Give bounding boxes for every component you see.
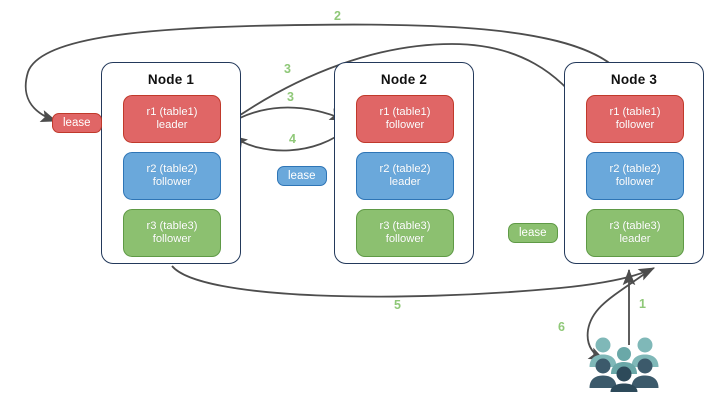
replica-role: follower bbox=[385, 233, 425, 245]
replica-role: follower bbox=[615, 176, 655, 188]
node-title: Node 1 bbox=[147, 72, 195, 87]
replica-name: r3 (table3) bbox=[146, 219, 198, 232]
replica-name: r2 (table2) bbox=[379, 162, 431, 175]
users-group-icon bbox=[589, 337, 659, 392]
replica-name: r1 (table1) bbox=[609, 105, 661, 118]
step-label-5: 5 bbox=[394, 298, 401, 312]
replica-role: follower bbox=[615, 119, 655, 131]
replica-role: leader bbox=[389, 176, 421, 188]
node-title: Node 3 bbox=[610, 72, 658, 87]
user-dark-left bbox=[589, 358, 617, 388]
replica-name: r2 (table2) bbox=[146, 162, 198, 175]
step-label-1: 1 bbox=[639, 297, 646, 311]
replica-r3-node2[interactable]: r3 (table3) follower bbox=[356, 209, 454, 257]
user-dark-center bbox=[610, 366, 638, 392]
node-box-2[interactable]: Node 2 r1 (table1) follower r2 (table2) … bbox=[334, 62, 474, 264]
replica-name: r2 (table2) bbox=[609, 162, 661, 175]
replica-r2-node2[interactable]: r2 (table2) leader bbox=[356, 152, 454, 200]
step-label-3a: 3 bbox=[284, 62, 291, 76]
user-dark-right bbox=[631, 358, 659, 388]
replica-name: r3 (table3) bbox=[609, 219, 661, 232]
arrow-step-5 bbox=[171, 265, 655, 298]
replica-r1-node1[interactable]: r1 (table1) leader bbox=[123, 95, 221, 143]
replica-name: r1 (table1) bbox=[379, 105, 431, 118]
replica-name: r3 (table3) bbox=[379, 219, 431, 232]
replica-r3-node1[interactable]: r3 (table3) follower bbox=[123, 209, 221, 257]
replica-r2-node3[interactable]: r2 (table2) follower bbox=[586, 152, 684, 200]
node-title: Node 2 bbox=[380, 72, 428, 87]
node-box-1[interactable]: Node 1 r1 (table1) leader r2 (table2) fo… bbox=[101, 62, 241, 264]
lease-badge-green[interactable]: lease bbox=[508, 223, 558, 243]
replica-role: leader bbox=[156, 119, 188, 131]
replica-role: follower bbox=[152, 233, 192, 245]
step-label-6: 6 bbox=[558, 320, 565, 334]
replica-r2-node1[interactable]: r2 (table2) follower bbox=[123, 152, 221, 200]
replica-r1-node2[interactable]: r1 (table1) follower bbox=[356, 95, 454, 143]
replica-r3-node3[interactable]: r3 (table3) leader bbox=[586, 209, 684, 257]
lease-badge-blue[interactable]: lease bbox=[277, 166, 327, 186]
arrow-step-3-short bbox=[223, 106, 346, 128]
step-label-3b: 3 bbox=[287, 90, 294, 104]
replica-role: follower bbox=[152, 176, 192, 188]
step-label-4: 4 bbox=[289, 132, 296, 146]
replica-r1-node3[interactable]: r1 (table1) follower bbox=[586, 95, 684, 143]
replica-name: r1 (table1) bbox=[146, 105, 198, 118]
step-label-2: 2 bbox=[334, 9, 341, 23]
replica-role: follower bbox=[385, 119, 425, 131]
node-box-3[interactable]: Node 3 r1 (table1) follower r2 (table2) … bbox=[564, 62, 704, 264]
replica-role: leader bbox=[619, 233, 651, 245]
lease-badge-red[interactable]: lease bbox=[52, 113, 102, 133]
